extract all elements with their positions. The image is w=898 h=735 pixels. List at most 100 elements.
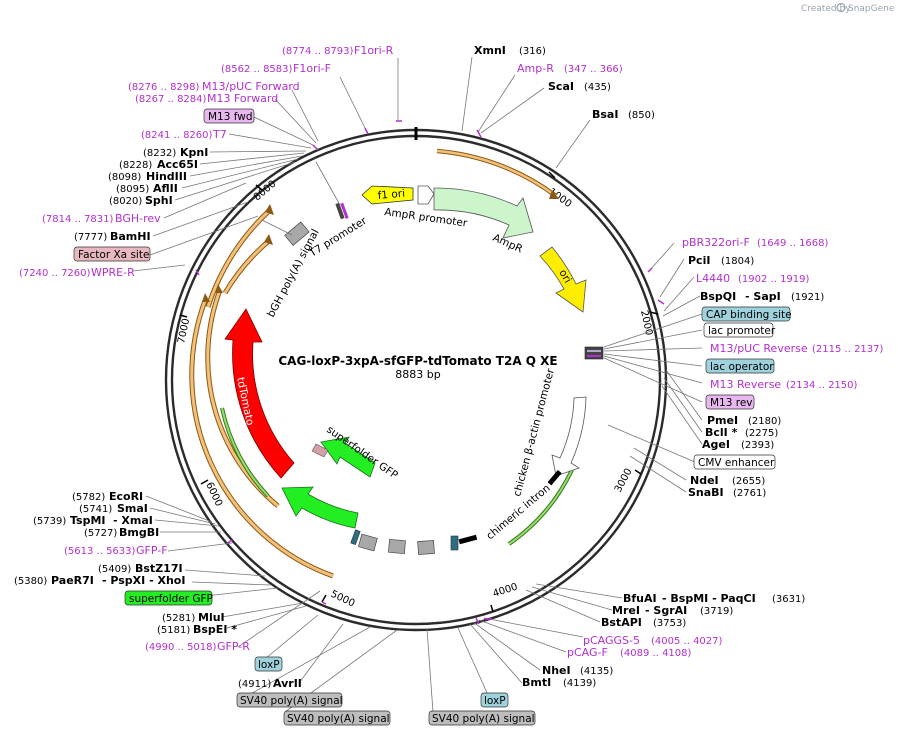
primer-pcaggs-5[interactable]: pCAGGS-5 <box>583 634 640 647</box>
primer-pcag-f-pos: (4089 .. 4108) <box>620 648 692 659</box>
primer-m13puc-rev-pos: (2115 .. 2137) <box>812 344 884 355</box>
enzyme-aflii-pos: (8095) <box>116 184 149 195</box>
enzyme-bspei[interactable]: BspEI * <box>193 623 237 636</box>
primer-amp-r[interactable]: Amp-R <box>517 62 554 75</box>
enzyme-xmai[interactable]: - XmaI <box>113 514 153 527</box>
primer-f1ori-r[interactable]: F1ori-R <box>354 44 394 57</box>
box-sv40-polya-c[interactable]: SV40 poly(A) signal <box>428 710 536 726</box>
primer-l4440[interactable]: L4440 <box>696 272 730 285</box>
primer-sites <box>195 120 665 625</box>
enzyme-pcii-pos: (1804) <box>721 256 754 267</box>
box-loxp-2[interactable]: loxP <box>480 692 509 708</box>
enzyme-pcii[interactable]: PciI <box>688 254 710 267</box>
f1-ori-arrow[interactable] <box>361 185 414 205</box>
enzyme-bmti[interactable]: BmtI <box>522 676 551 689</box>
primer-gfp-f[interactable]: GFP-F <box>136 544 168 557</box>
enzyme-bfuai[interactable]: BfuAI <box>623 592 657 605</box>
box-cmv-enhancer[interactable]: CMV enhancer <box>693 454 776 470</box>
tdtomato-arrow[interactable] <box>224 308 295 479</box>
enzyme-tspmi[interactable]: TspMI <box>70 514 106 527</box>
lac-cluster[interactable] <box>584 346 604 360</box>
primer-f1ori-f[interactable]: F1ori-F <box>293 62 331 75</box>
enzyme-nhei-pos: (4135) <box>580 666 613 677</box>
enzyme-ndei[interactable]: NdeI <box>690 474 719 487</box>
cba-promoter-arrow[interactable] <box>551 396 587 477</box>
backbone <box>164 127 668 632</box>
box-factor-xa[interactable]: Factor Xa site <box>73 246 151 262</box>
ampr-arrow[interactable] <box>433 187 534 239</box>
primer-m13puc-rev[interactable]: M13/pUC Reverse <box>710 342 808 355</box>
enzyme-aflii[interactable]: AflII <box>153 182 178 195</box>
enzyme-bcli[interactable]: BclI * <box>705 426 738 439</box>
enzyme-snabi[interactable]: SnaBI <box>688 486 724 499</box>
primer-t7[interactable]: T7 <box>212 128 227 141</box>
enzyme-agei[interactable]: AgeI <box>702 438 730 451</box>
box-superfolder-gfp[interactable]: superfolder GFP <box>124 590 213 606</box>
feature-arrows: f1 ori <box>224 185 604 555</box>
enzyme-tspmi-pos: (5739) <box>33 516 66 527</box>
enzyme-bstz17i[interactable]: BstZ17I <box>135 562 183 575</box>
plasmid-size: 8883 bp <box>395 368 440 381</box>
enzyme-bstapi[interactable]: BstAPI <box>601 616 642 629</box>
enzyme-mlui[interactable]: MluI <box>198 611 225 624</box>
primer-gfp-r[interactable]: GFP-R <box>217 640 250 653</box>
enzyme-bamhi[interactable]: BamHI <box>110 230 151 243</box>
enzyme-bmgbi[interactable]: BmgBI <box>119 526 159 539</box>
enzyme-pmei[interactable]: PmeI <box>707 414 738 427</box>
sfgfp-small-arrow[interactable] <box>320 436 376 478</box>
box-sv40-polya-a[interactable]: SV40 poly(A) signal <box>236 692 343 708</box>
snapgene-brand[interactable]: SnapGene <box>848 4 895 14</box>
enzyme-sphi[interactable]: SphI <box>145 194 173 207</box>
sfgfp-big-arrow[interactable] <box>281 486 359 529</box>
svg-text:superfolder GFP: superfolder GFP <box>129 593 213 605</box>
enzyme-bsai[interactable]: BsaI <box>592 108 618 121</box>
enzyme-ecori[interactable]: EcoRI <box>109 490 143 503</box>
enzyme-acc65i[interactable]: Acc65I <box>157 158 198 171</box>
enzyme-hindiii[interactable]: HindIII <box>146 170 187 183</box>
sv40-block-1[interactable] <box>358 533 378 552</box>
loxp-block-2[interactable] <box>450 535 459 551</box>
primer-bgh-rev[interactable]: BGH-rev <box>115 212 161 225</box>
box-m13-fwd[interactable]: M13 fwd <box>203 108 255 124</box>
primer-pcag-f[interactable]: pCAG-F <box>567 646 608 659</box>
box-lac-operator[interactable]: lac operator <box>705 358 775 374</box>
ampr-promoter-arrow[interactable] <box>417 185 435 205</box>
primer-wpre-r[interactable]: WPRE-R <box>91 266 135 279</box>
box-lac-promoter[interactable]: lac promoter <box>703 322 776 338</box>
enzyme-nhei[interactable]: NheI <box>542 664 571 677</box>
enzyme-scai[interactable]: ScaI <box>548 80 574 93</box>
primer-m13-fwd[interactable]: M13 Forward <box>207 92 278 105</box>
enzyme-bspei-pos: (5181) <box>157 625 190 636</box>
enzyme-kpni[interactable]: KpnI <box>180 146 208 159</box>
enzyme-hindiii-pos: (8098) <box>108 172 141 183</box>
enzyme-avrii[interactable]: AvrII <box>273 677 302 690</box>
svg-text:M13 rev: M13 rev <box>710 397 753 409</box>
ori-arrow[interactable] <box>539 246 587 313</box>
enzyme-smai[interactable]: SmaI <box>117 502 148 515</box>
enzyme-xmni[interactable]: XmnI <box>474 44 506 57</box>
sv40-block-2[interactable] <box>388 539 406 554</box>
enzyme-mrei[interactable]: MreI <box>612 604 640 617</box>
bgh-polya-block[interactable] <box>284 221 310 246</box>
box-sv40-polya-b[interactable]: SV40 poly(A) signal <box>283 710 391 726</box>
enzyme-bspmi-paqci[interactable]: - BspMI - PaqCI <box>662 592 756 605</box>
primer-m13-fwd-pos: (8267 .. 8284) <box>135 94 207 105</box>
svg-text:SV40 poly(A) signal: SV40 poly(A) signal <box>240 695 343 707</box>
enzyme-sapi[interactable]: - SapI <box>745 290 781 303</box>
sv40-block-3[interactable] <box>417 540 435 555</box>
enzyme-bspqi[interactable]: BspQI <box>700 290 736 303</box>
box-m13-rev[interactable]: M13 rev <box>705 394 755 410</box>
enzyme-sphi-pos: (8020) <box>109 196 142 207</box>
enzyme-sgrai[interactable]: - SgrAI <box>645 604 687 617</box>
primer-m13puc-fwd[interactable]: M13/pUC Forward <box>202 80 300 93</box>
box-cap-binding[interactable]: CAP binding site <box>701 306 792 322</box>
box-loxp-1[interactable]: loxP <box>254 656 283 672</box>
enzyme-paer7i[interactable]: PaeR7I <box>51 574 94 587</box>
primer-pbr322ori-f[interactable]: pBR322ori-F <box>682 236 750 249</box>
enzyme-pspxi-xhoi[interactable]: - PspXI - XhoI <box>102 574 185 587</box>
f1-ori-label: f1 ori <box>377 188 405 202</box>
svg-text:M13 fwd: M13 fwd <box>208 111 253 123</box>
primer-m13puc-fwd-pos: (8276 .. 8298) <box>128 82 200 93</box>
loxp-block-1[interactable] <box>350 529 361 545</box>
primer-m13-rev[interactable]: M13 Reverse <box>710 378 781 391</box>
